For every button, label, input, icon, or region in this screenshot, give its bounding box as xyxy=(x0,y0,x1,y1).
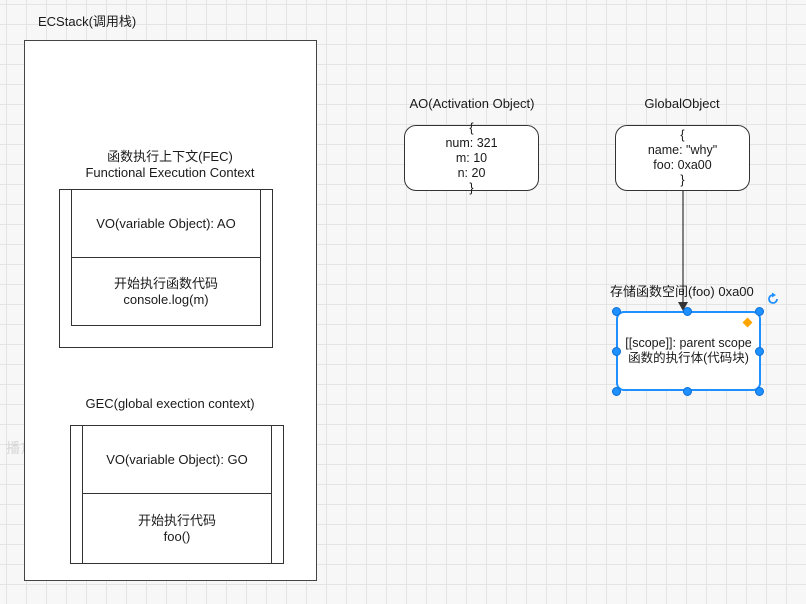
go-box[interactable]: { name: "why" foo: 0xa00 } xyxy=(615,125,750,191)
ao-line-m: m: 10 xyxy=(455,150,488,165)
go-open-brace: { xyxy=(680,128,685,142)
resize-handle-bottom-left[interactable] xyxy=(612,387,621,396)
resize-handle-bottom-right[interactable] xyxy=(755,387,764,396)
ao-close-brace: } xyxy=(469,180,474,195)
ao-line-num: num: 321 xyxy=(445,135,498,150)
ao-open-brace: { xyxy=(469,120,474,135)
resize-handle-left[interactable] xyxy=(612,347,621,356)
resize-handle-top[interactable] xyxy=(683,307,692,316)
gec-box[interactable]: VO(variable Object): GO 开始执行代码 foo() xyxy=(70,425,284,564)
ao-line-n: n: 20 xyxy=(457,165,486,180)
go-content: { name: "why" foo: 0xa00 } xyxy=(648,128,717,188)
gec-exec-line2: foo() xyxy=(163,528,191,544)
go-close-brace: } xyxy=(680,173,685,187)
fec-exec-cell[interactable]: 开始执行函数代码 console.log(m) xyxy=(72,258,260,326)
go-title: GlobalObject xyxy=(644,96,720,111)
gec-title: GEC(global exection context) xyxy=(85,396,255,411)
func-scope-line: [[scope]]: parent scope xyxy=(625,336,752,350)
fec-box[interactable]: VO(variable Object): AO 开始执行函数代码 console… xyxy=(59,189,273,348)
gec-exec-cell[interactable]: 开始执行代码 foo() xyxy=(83,494,271,563)
gec-exec-line1: 开始执行代码 xyxy=(137,512,216,528)
gec-inner-box: VO(variable Object): GO 开始执行代码 foo() xyxy=(82,426,272,563)
gec-vo-label: VO(variable Object): GO xyxy=(106,451,248,467)
ao-title: AO(Activation Object) xyxy=(409,96,535,111)
resize-handle-top-right[interactable] xyxy=(755,307,764,316)
func-body-line: 函数的执行体(代码块) xyxy=(628,351,749,365)
fec-exec-line2: console.log(m) xyxy=(123,292,209,307)
resize-handle-right[interactable] xyxy=(755,347,764,356)
resize-handle-bottom[interactable] xyxy=(683,387,692,396)
func-space-title: 存储函数空间(foo) 0xa00 xyxy=(610,284,754,299)
go-line-name: name: "why" xyxy=(647,143,718,157)
go-line-foo: foo: 0xa00 xyxy=(653,158,712,172)
func-space-box[interactable]: [[scope]]: parent scope 函数的执行体(代码块) xyxy=(616,311,761,391)
rotate-handle-icon[interactable] xyxy=(766,292,780,306)
resize-handle-top-left[interactable] xyxy=(612,307,621,316)
ao-box[interactable]: { num: 321 m: 10 n: 20 } xyxy=(404,121,539,195)
gec-vo-cell[interactable]: VO(variable Object): GO xyxy=(83,426,271,494)
func-space-content: [[scope]]: parent scope 函数的执行体(代码块) xyxy=(625,336,751,366)
fec-title-cn: 函数执行上下文(FEC) xyxy=(107,149,233,164)
fec-vo-label: VO(variable Object): AO xyxy=(96,215,236,231)
fec-inner-box: VO(variable Object): AO 开始执行函数代码 console… xyxy=(71,190,261,326)
fec-exec-line1: 开始执行函数代码 xyxy=(113,276,218,291)
fec-vo-cell[interactable]: VO(variable Object): AO xyxy=(72,190,260,258)
fec-title-en: Functional Execution Context xyxy=(85,165,255,180)
ao-content: { num: 321 m: 10 n: 20 } xyxy=(445,121,497,196)
ecstack-title: ECStack(调用栈) xyxy=(38,14,137,29)
